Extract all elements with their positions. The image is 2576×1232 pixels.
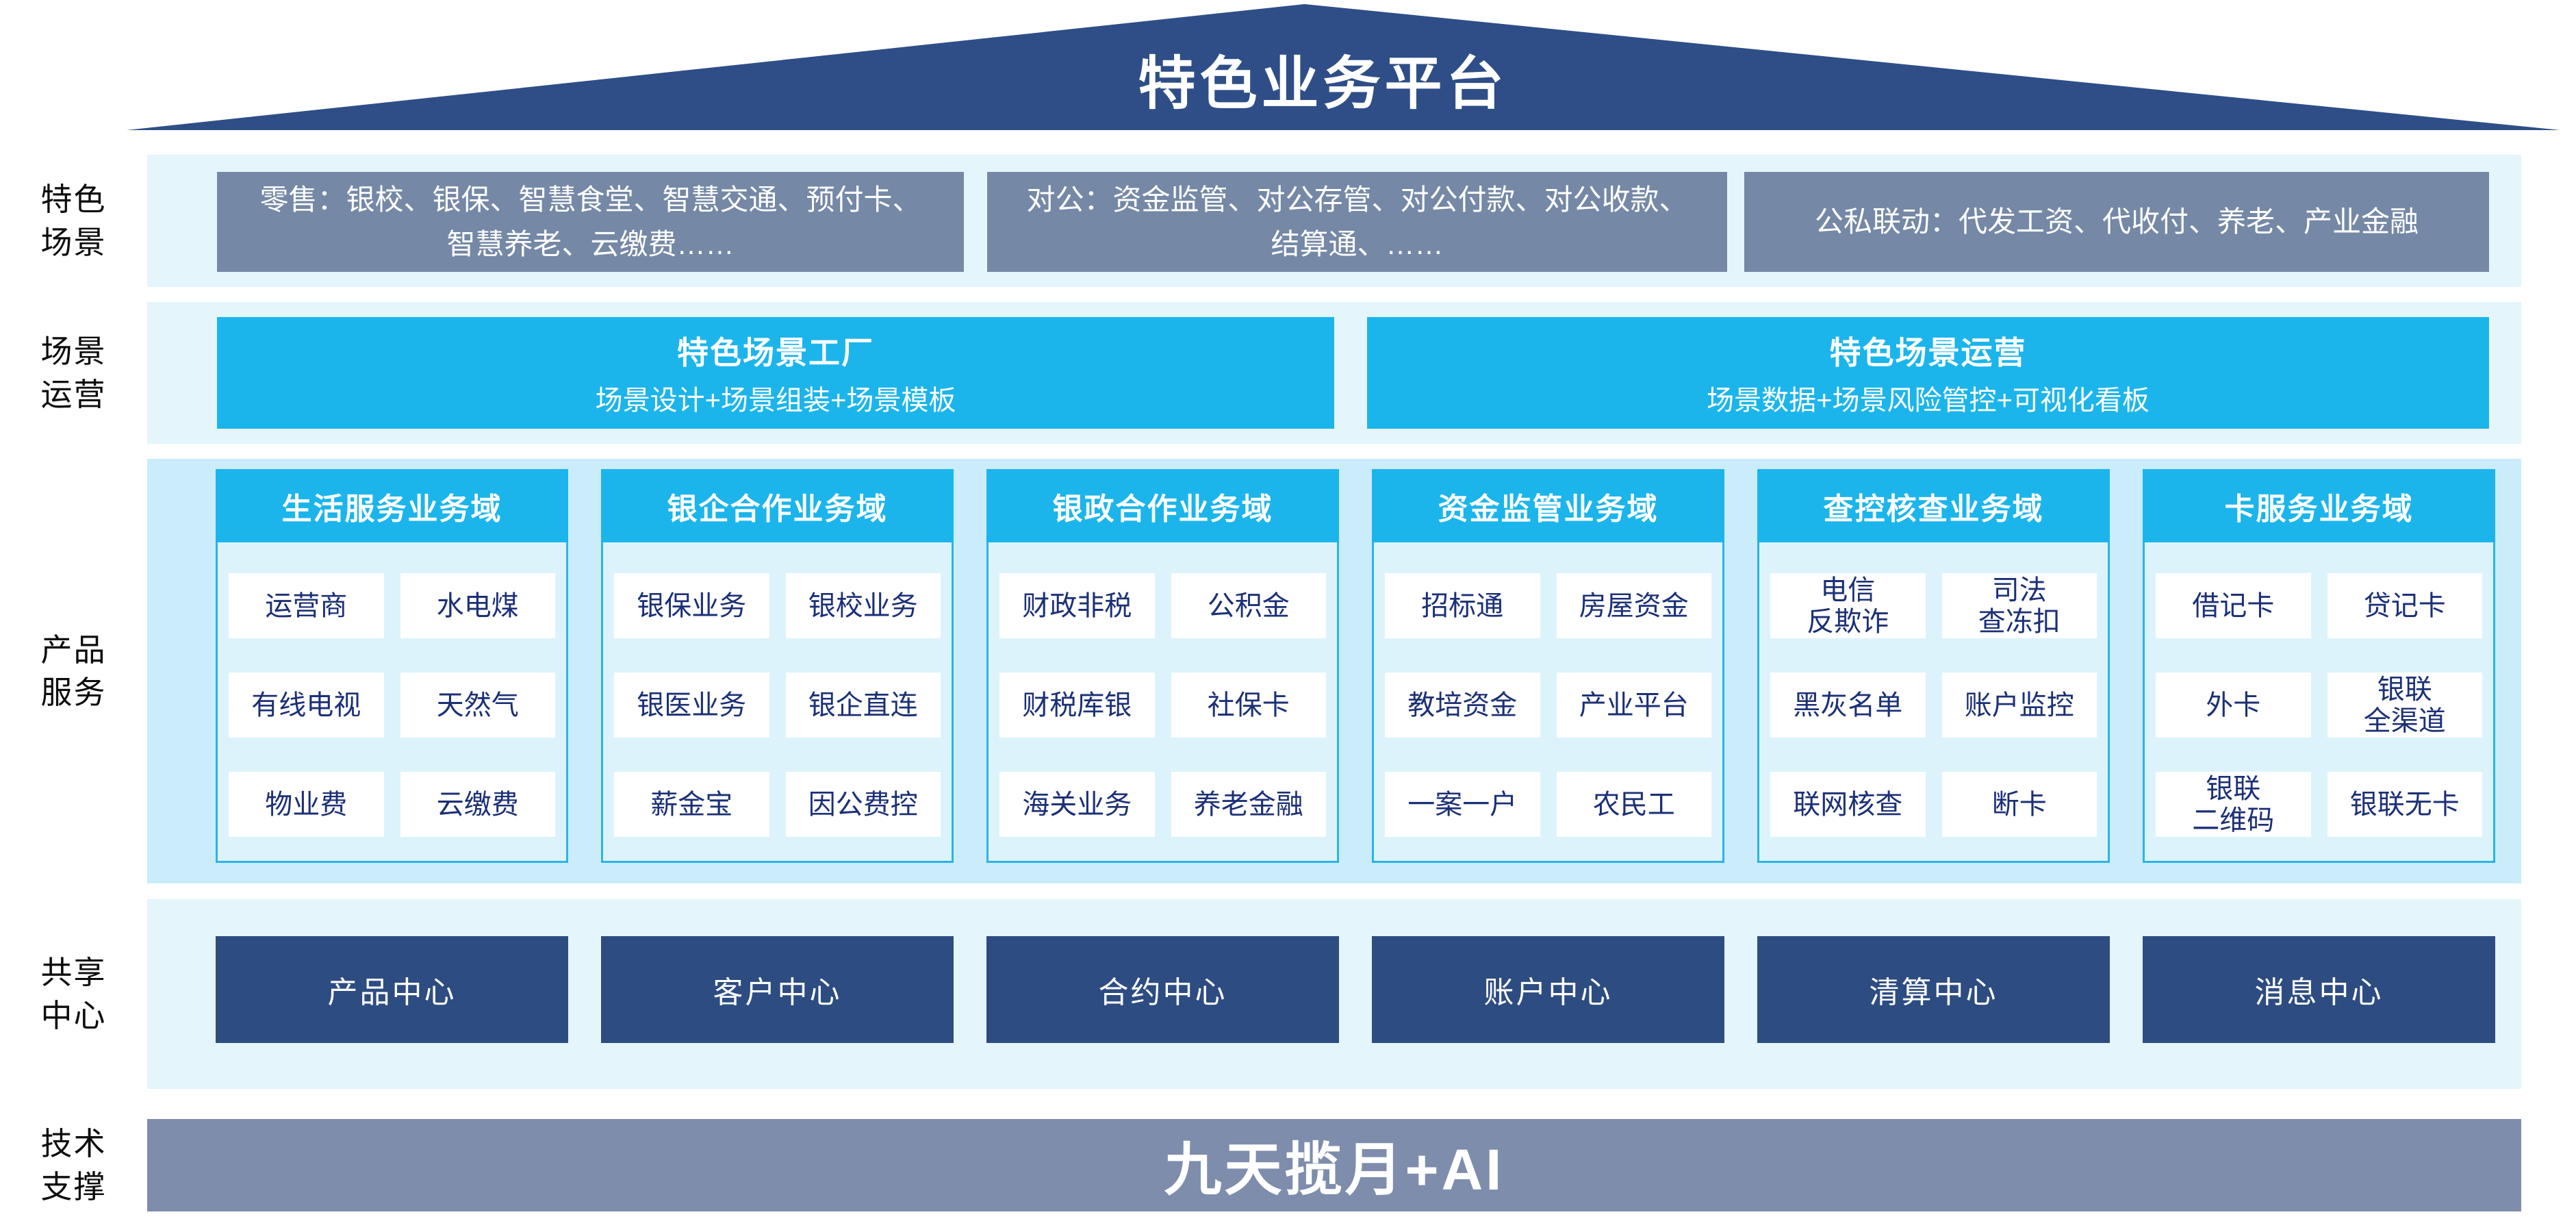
center-box-product: 产品中心 [216,936,568,1043]
center-box-account: 账户中心 [1372,936,1724,1043]
side-label-scene-operation: 场景 运营 [40,334,107,412]
tech-support-band: 九天揽月+AI [147,1119,2521,1211]
product-cell: 公积金 [1171,573,1326,638]
shared-center-band: 产品中心 客户中心 合约中心 账户中心 清算中心 消息中心 [147,899,2521,1089]
scene-operation-title: 特色场景运营 [1829,334,2027,370]
product-cell: 农民工 [1556,772,1711,837]
product-cell: 银联 全渠道 [2327,672,2482,738]
center-box-contract: 合约中心 [986,936,1339,1043]
domain-header: 资金监管业务域 [1372,469,1724,542]
product-cell: 司法 查冻扣 [1941,573,2097,638]
side-label-tech-support: 技术 支撑 [40,1126,107,1205]
product-cell: 银保业务 [614,573,769,638]
center-box-customer: 客户中心 [601,936,954,1043]
scene-factory-title: 特色场景工厂 [677,334,874,370]
product-cell: 黑灰名单 [1770,672,1926,738]
domain-column-bank-government: 银政合作业务域 财政非税 公积金 财税库银 社保卡 海关业务 养老金融 [986,469,1339,863]
scene-row-band: 零售：银校、银保、智慧食堂、智慧交通、预付卡、智慧养老、云缴费…… 对公：资金监… [147,155,2521,287]
product-cell: 贷记卡 [2327,573,2482,638]
product-cell: 薪金宝 [614,772,769,837]
product-cell: 养老金融 [1171,772,1326,837]
product-cell: 联网核查 [1770,772,1926,837]
product-cell: 账户监控 [1941,672,2097,738]
domain-header: 银政合作业务域 [986,469,1339,542]
domain-column-inspection-verification: 查控核查业务域 电信 反欺诈 司法 查冻扣 黑灰名单 账户监控 联网核查 断卡 [1757,469,2110,863]
product-cell: 断卡 [1941,772,2097,837]
product-cell: 电信 反欺诈 [1770,573,1926,638]
product-cell: 有线电视 [229,672,384,738]
domain-column-card-services: 卡服务业务域 借记卡 贷记卡 外卡 银联 全渠道 银联 二维码 银联无卡 [2143,469,2495,863]
side-label-shared-center: 共享 中心 [40,955,107,1033]
domain-header: 查控核查业务域 [1757,469,2110,542]
product-cell: 物业费 [229,772,384,837]
product-cell: 借记卡 [2156,573,2311,638]
domain-column-fund-supervision: 资金监管业务域 招标通 房屋资金 教培资金 产业平台 一案一户 农民工 [1372,469,1724,863]
domain-header: 生活服务业务域 [216,469,568,542]
product-cell: 社保卡 [1171,672,1326,738]
product-cell: 银医业务 [614,672,769,738]
product-cell: 财政非税 [999,573,1155,638]
domain-body: 银保业务 银校业务 银医业务 银企直连 薪金宝 因公费控 [603,542,952,861]
product-cell: 银企直连 [785,672,941,738]
product-cell: 运营商 [229,573,384,638]
product-cell: 海关业务 [999,772,1155,837]
center-box-clearing: 清算中心 [1757,936,2110,1043]
product-cell: 教培资金 [1385,672,1540,738]
product-cell: 外卡 [2156,672,2311,738]
product-cell: 一案一户 [1385,772,1540,837]
product-cell: 银校业务 [785,573,941,638]
domain-header: 银企合作业务域 [601,469,954,542]
product-row-band: 生活服务业务域 运营商 水电煤 有线电视 天然气 物业费 云缴费 银企合作业务域… [147,459,2521,883]
tech-support-label: 九天揽月+AI [1164,1137,1505,1202]
platform-title: 特色业务平台 [1138,51,1508,116]
scene-box-public-private: 公私联动：代发工资、代收付、养老、产业金融 [1744,172,2489,272]
product-cell: 水电煤 [400,573,555,638]
center-box-message: 消息中心 [2143,936,2495,1043]
domain-column-life-services: 生活服务业务域 运营商 水电煤 有线电视 天然气 物业费 云缴费 [216,469,568,863]
product-cell: 银联 二维码 [2156,772,2311,837]
domain-body: 运营商 水电煤 有线电视 天然气 物业费 云缴费 [218,542,566,861]
domain-body: 借记卡 贷记卡 外卡 银联 全渠道 银联 二维码 银联无卡 [2145,542,2493,861]
operation-row-band: 特色场景工厂 场景设计+场景组装+场景模板 特色场景运营 场景数据+场景风险管控… [147,302,2521,444]
scene-operation-subtitle: 场景数据+场景风险管控+可视化看板 [1707,386,2150,416]
domain-body: 招标通 房屋资金 教培资金 产业平台 一案一户 农民工 [1374,542,1722,861]
product-cell: 房屋资金 [1556,573,1711,638]
product-cell: 招标通 [1385,573,1540,638]
domain-column-bank-enterprise: 银企合作业务域 银保业务 银校业务 银医业务 银企直连 薪金宝 因公费控 [601,469,954,863]
domain-body: 财政非税 公积金 财税库银 社保卡 海关业务 养老金融 [989,542,1337,861]
product-cell: 银联无卡 [2327,772,2482,837]
side-label-scenes: 特色 场景 [40,181,107,260]
scene-box-retail: 零售：银校、银保、智慧食堂、智慧交通、预付卡、智慧养老、云缴费…… [217,172,964,272]
product-cell: 产业平台 [1556,672,1711,738]
side-label-product-services: 产品 服务 [40,631,107,710]
domain-header: 卡服务业务域 [2143,469,2495,542]
scene-factory-subtitle: 场景设计+场景组装+场景模板 [595,386,956,416]
scene-operation-box: 特色场景运营 场景数据+场景风险管控+可视化看板 [1367,317,2489,429]
domain-body: 电信 反欺诈 司法 查冻扣 黑灰名单 账户监控 联网核查 断卡 [1759,542,2108,861]
product-cell: 云缴费 [400,772,555,837]
product-cell: 因公费控 [785,772,941,837]
scene-factory-box: 特色场景工厂 场景设计+场景组装+场景模板 [217,317,1334,429]
product-cell: 天然气 [400,672,555,738]
product-cell: 财税库银 [999,672,1155,738]
platform-roof: 特色业务平台 [127,4,2560,130]
scene-box-corporate: 对公：资金监管、对公存管、对公付款、对公收款、结算通、…… [987,172,1727,272]
